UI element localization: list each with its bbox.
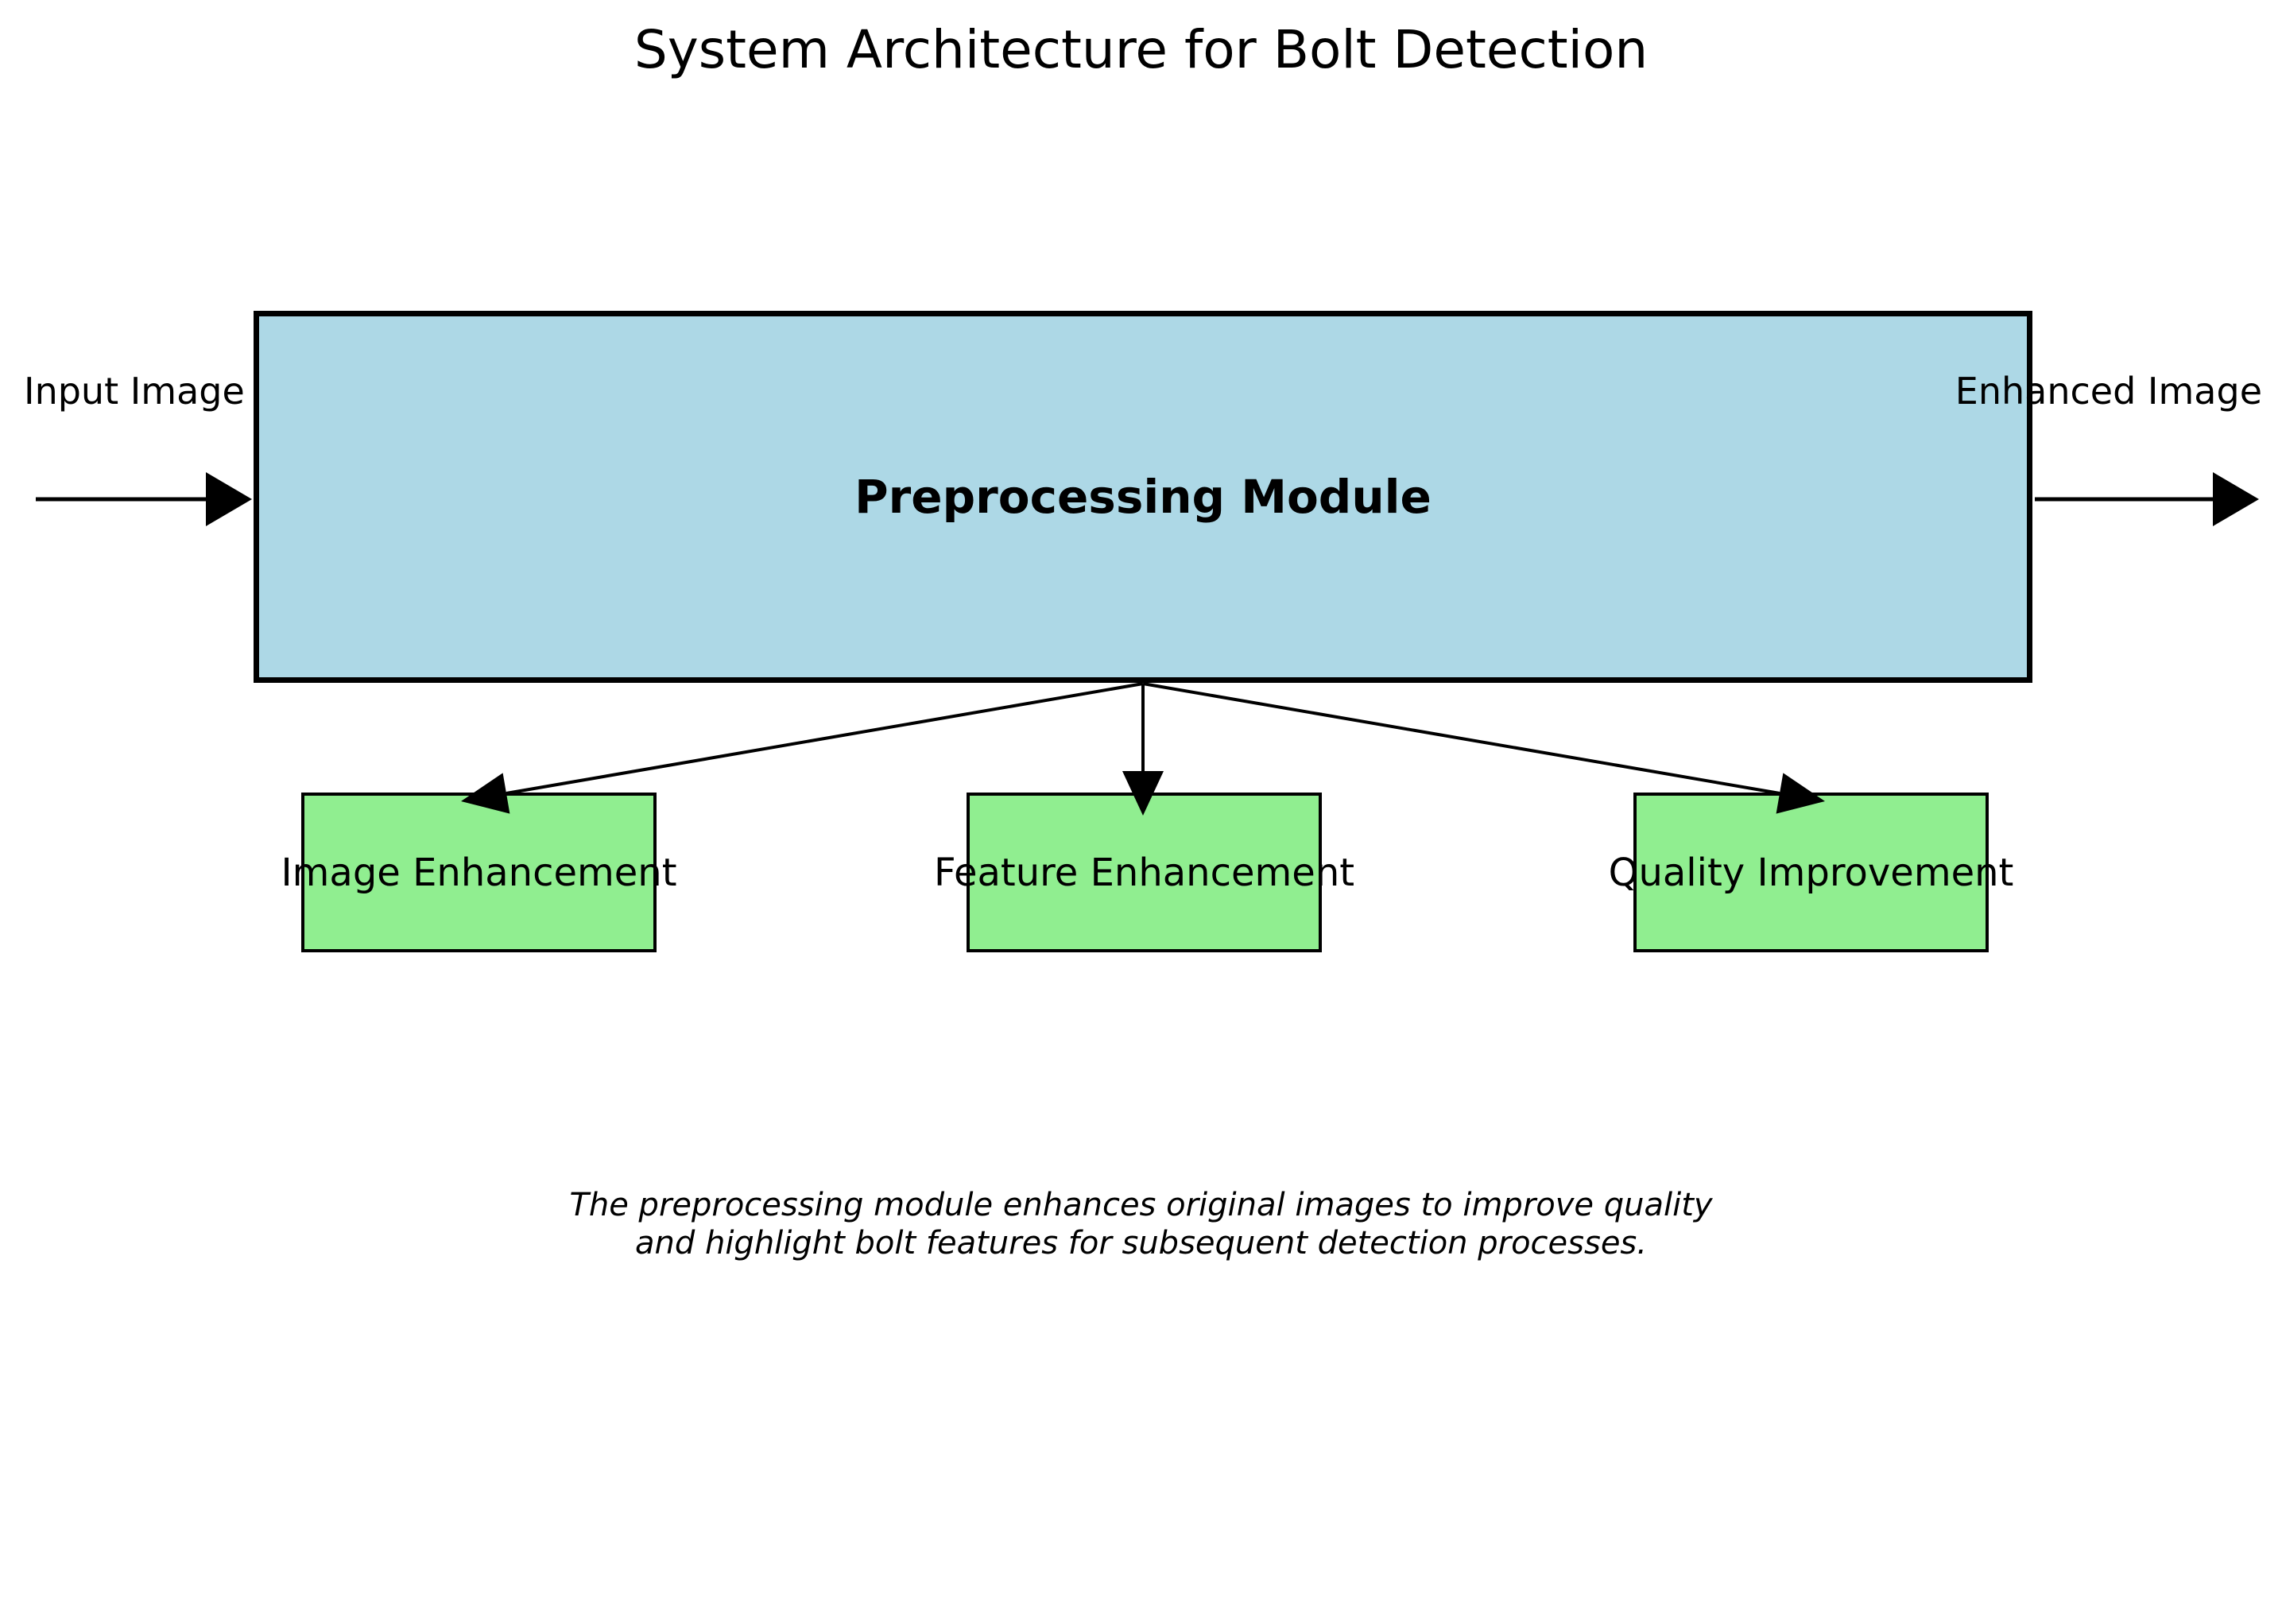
input-image-label: Input Image [24,370,245,413]
arrow-to-quality-improvement-line [1142,682,1780,795]
submodule-label-image-enhancement: Image Enhancement [281,850,677,895]
submodule-box-image-enhancement: Image Enhancement [281,793,677,952]
arrow-to-image-enhancement-line [506,682,1144,795]
preprocessing-module-box: Preprocessing Module [254,311,2032,683]
submodule-label-feature-enhancement: Feature Enhancement [933,850,1355,895]
input-arrow-head-icon [206,472,252,526]
submodule-box-quality-improvement: Quality Improvement [1609,793,2013,952]
output-arrow-head-icon [2213,472,2259,526]
caption-line-2: and highlight bolt features for subseque… [635,1225,1647,1262]
enhanced-image-label: Enhanced Image [1955,370,2262,413]
submodule-box-feature-enhancement: Feature Enhancement [934,793,1354,952]
submodule-label-quality-improvement: Quality Improvement [1608,850,2014,895]
diagram-title: System Architecture for Bolt Detection [633,19,1649,80]
preprocessing-module-label: Preprocessing Module [854,470,1432,524]
caption-line-1: The preprocessing module enhances origin… [569,1187,1713,1223]
caption: The preprocessing module enhances origin… [569,1186,1712,1262]
